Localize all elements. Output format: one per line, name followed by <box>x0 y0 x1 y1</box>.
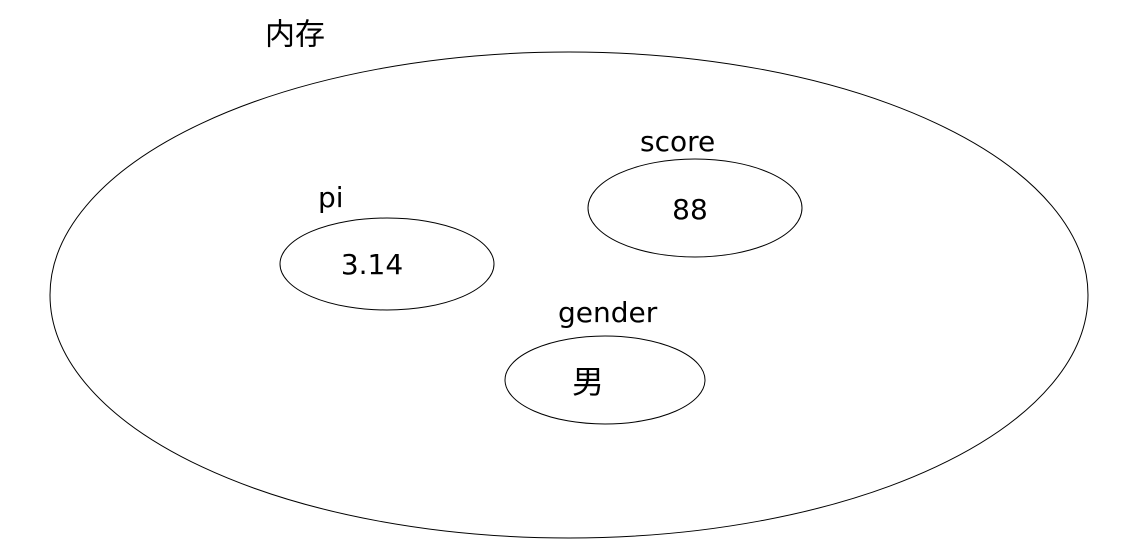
variable-label-gender: gender <box>558 296 658 329</box>
variable-ellipse-score <box>587 158 803 258</box>
memory-container-label: 内存 <box>265 18 325 53</box>
variable-ellipse-pi <box>279 217 495 311</box>
variable-ellipse-gender <box>504 335 706 425</box>
memory-container-ellipse <box>49 51 1089 539</box>
variable-label-pi: pi <box>318 181 344 214</box>
variable-value-score: 88 <box>672 193 708 226</box>
variable-label-score: score <box>640 125 715 158</box>
variable-value-gender: 男 <box>572 363 604 401</box>
variable-value-pi: 3.14 <box>341 248 403 281</box>
